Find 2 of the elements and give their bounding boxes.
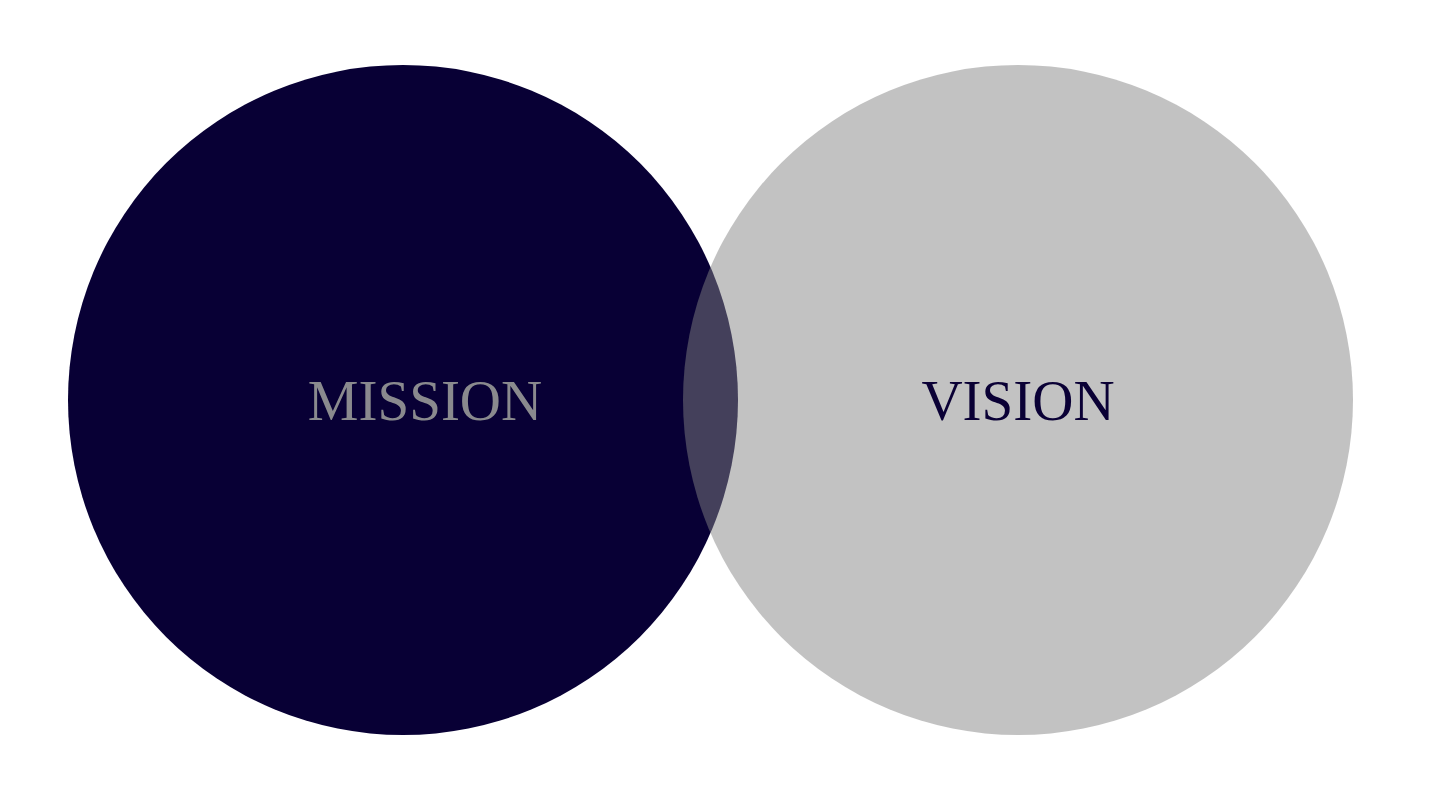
circle-label: MISSION: [307, 371, 543, 429]
circle-label: VISION: [921, 371, 1115, 429]
